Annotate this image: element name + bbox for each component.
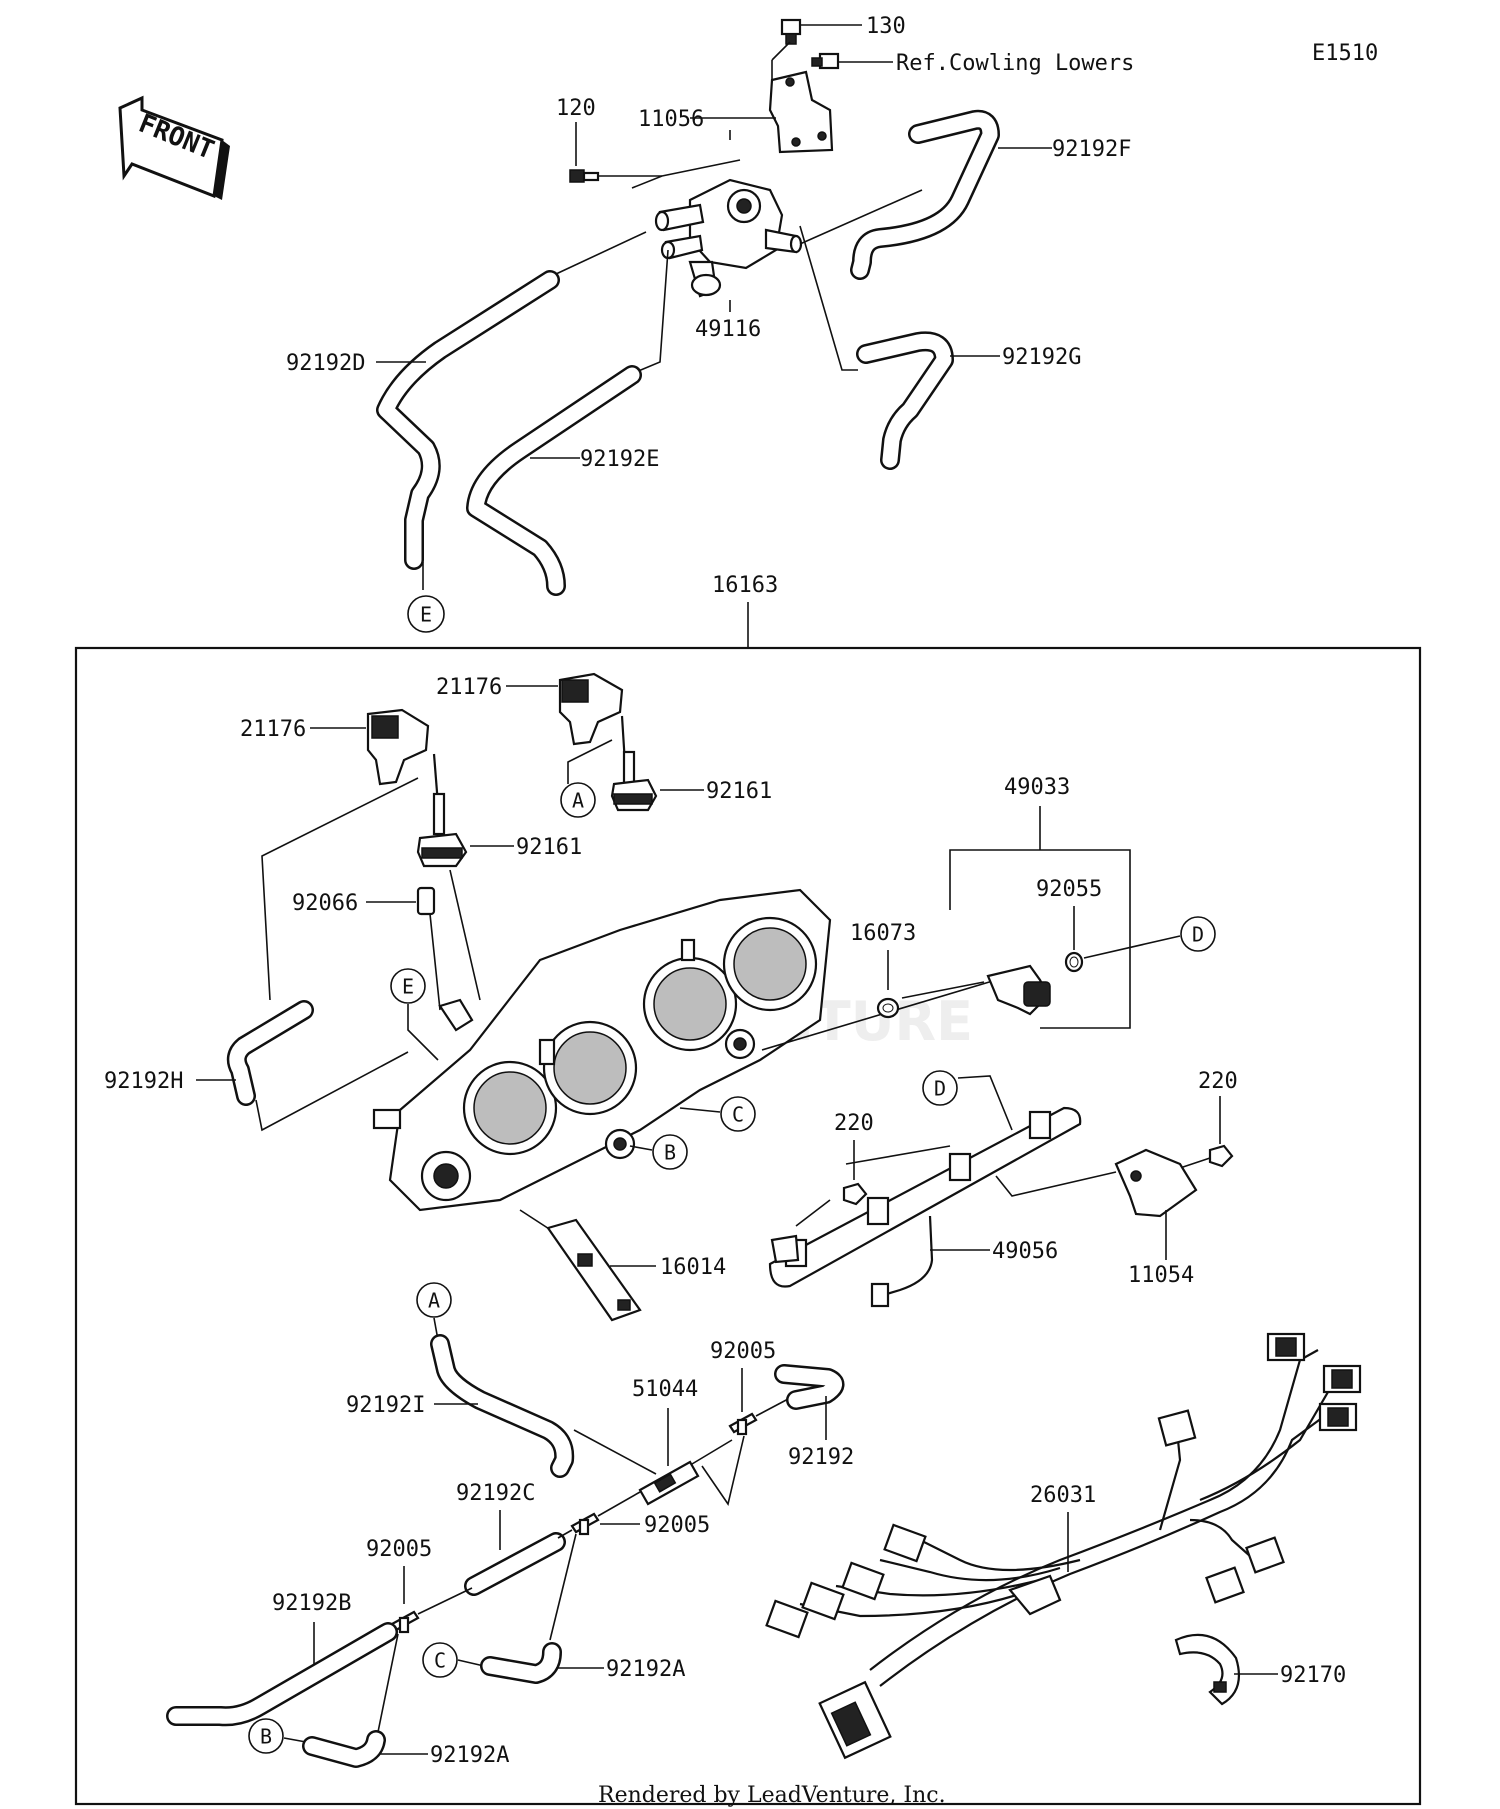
- connector-C-body: C: [720, 1096, 756, 1132]
- callout-92192F: 92192F: [1052, 137, 1131, 162]
- sensor-21176-right-part: [558, 672, 636, 794]
- callout-16163: 16163: [712, 573, 778, 598]
- screw-ref-part: [811, 52, 840, 70]
- connector-E-body-label: E: [402, 975, 414, 999]
- sensor-21176-left-part: [366, 708, 446, 836]
- callout-92192D: 92192D: [286, 351, 365, 376]
- callout-92192B: 92192B: [272, 1591, 351, 1616]
- connector-D-right-label: D: [1192, 923, 1204, 947]
- bolt-220-right-part: [1208, 1144, 1234, 1168]
- injector-49033-part: [986, 964, 1051, 1016]
- oring-92055-part: [1064, 951, 1084, 973]
- hose-92192E-part: [466, 365, 642, 596]
- connector-D-right: D: [1180, 916, 1216, 952]
- connector-B-bottom: B: [248, 1718, 284, 1754]
- front-arrow-icon: FRONT: [118, 95, 230, 200]
- callout-51044: 51044: [632, 1377, 698, 1402]
- callout-92005-low: 92005: [366, 1537, 432, 1562]
- bolt-220-left-part: [842, 1182, 868, 1206]
- callout-21176-right: 21176: [436, 675, 502, 700]
- connector-A-bottom: A: [416, 1282, 452, 1318]
- hose-92192-part: [774, 1364, 845, 1410]
- seal-92161-right-part: [610, 778, 658, 812]
- callout-220-right: 220: [1198, 1069, 1238, 1094]
- callout-11056: 11056: [638, 107, 704, 132]
- callout-92005-top: 92005: [710, 1339, 776, 1364]
- connector-A-bottom-label: A: [428, 1289, 440, 1313]
- valve-49116-part: [654, 178, 803, 298]
- connector-B-body: B: [652, 1134, 688, 1170]
- callout-26031: 26031: [1030, 1483, 1096, 1508]
- callout-92192I: 92192I: [346, 1393, 425, 1418]
- hose-92192A-upper-part: [480, 1642, 562, 1684]
- callout-21176-left: 21176: [240, 717, 306, 742]
- connector-B-body-label: B: [664, 1141, 676, 1165]
- cap-92066-part: [416, 886, 436, 916]
- hose-92192D-part: [376, 270, 560, 570]
- callout-16073: 16073: [850, 921, 916, 946]
- callout-49056: 49056: [992, 1239, 1058, 1264]
- tee-92005-top-part: [728, 1412, 758, 1436]
- callout-92192E: 92192E: [580, 447, 659, 472]
- callout-16014: 16014: [660, 1255, 726, 1280]
- callout-92192: 92192: [788, 1445, 854, 1470]
- harness-26031-part: [765, 1332, 1362, 1760]
- connector-A-top: A: [560, 782, 596, 818]
- hose-92192H-part: [226, 1000, 314, 1106]
- screw-130-part: [780, 18, 802, 45]
- callout-92066: 92066: [292, 891, 358, 916]
- assembly-box-16163: [74, 646, 1422, 1806]
- hose-92192B-part: [166, 1622, 398, 1727]
- callout-130: 130: [866, 14, 906, 39]
- connector-D-rail: D: [922, 1070, 958, 1106]
- hose-92192I-part: [430, 1334, 575, 1478]
- sensor-16014-part: [546, 1218, 642, 1322]
- callout-92005-mid: 92005: [644, 1513, 710, 1538]
- callout-49116: 49116: [695, 317, 761, 342]
- connector-E-body: E: [390, 968, 426, 1004]
- callout-92192H: 92192H: [104, 1069, 183, 1094]
- callout-92170: 92170: [1280, 1663, 1346, 1688]
- hose-92192F-part: [850, 109, 1000, 280]
- credit: Rendered by LeadVenture, Inc.: [598, 1783, 946, 1808]
- clamp-92170-part: [1174, 1633, 1240, 1706]
- callout-92161-right: 92161: [706, 779, 772, 804]
- callout-220-left: 220: [834, 1111, 874, 1136]
- screw-120-part: [569, 169, 600, 183]
- hose-92192G-part: [856, 331, 954, 470]
- callout-92161-left: 92161: [516, 835, 582, 860]
- fitting-51044-part: [638, 1460, 700, 1506]
- connector-E-top: E: [407, 595, 445, 633]
- callout-ref-cowling: Ref.Cowling Lowers: [896, 51, 1134, 76]
- connector-C-bottom-label: C: [434, 1649, 446, 1673]
- callout-49033: 49033: [1004, 775, 1070, 800]
- connector-D-rail-label: D: [934, 1077, 946, 1101]
- throttle-body-assembly-part: [372, 888, 832, 1212]
- hose-92192A-lower-part: [302, 1730, 386, 1768]
- connector-C-body-label: C: [732, 1103, 744, 1127]
- callout-92192A-lower: 92192A: [430, 1743, 509, 1768]
- hose-92192C-part: [464, 1532, 566, 1596]
- tee-92005-mid-part: [570, 1512, 600, 1536]
- callout-92055: 92055: [1036, 877, 1102, 902]
- callout-92192G: 92192G: [1002, 345, 1081, 370]
- connector-E-top-label: E: [420, 603, 432, 627]
- callout-11054: 11054: [1128, 1263, 1194, 1288]
- callout-92192A-upper: 92192A: [606, 1657, 685, 1682]
- bracket-11056-part: [768, 70, 834, 154]
- diagram-code: E1510: [1312, 41, 1378, 66]
- callout-92192C: 92192C: [456, 1481, 535, 1506]
- fuel-rail-49056-part: [768, 1106, 1082, 1308]
- connector-C-bottom: C: [422, 1642, 458, 1678]
- connector-A-top-label: A: [572, 789, 584, 813]
- connector-B-bottom-label: B: [260, 1725, 272, 1749]
- seal-92161-left-part: [416, 832, 468, 868]
- seal-16073-part: [876, 997, 900, 1019]
- callout-120: 120: [556, 96, 596, 121]
- bracket-11054-part: [1114, 1148, 1198, 1218]
